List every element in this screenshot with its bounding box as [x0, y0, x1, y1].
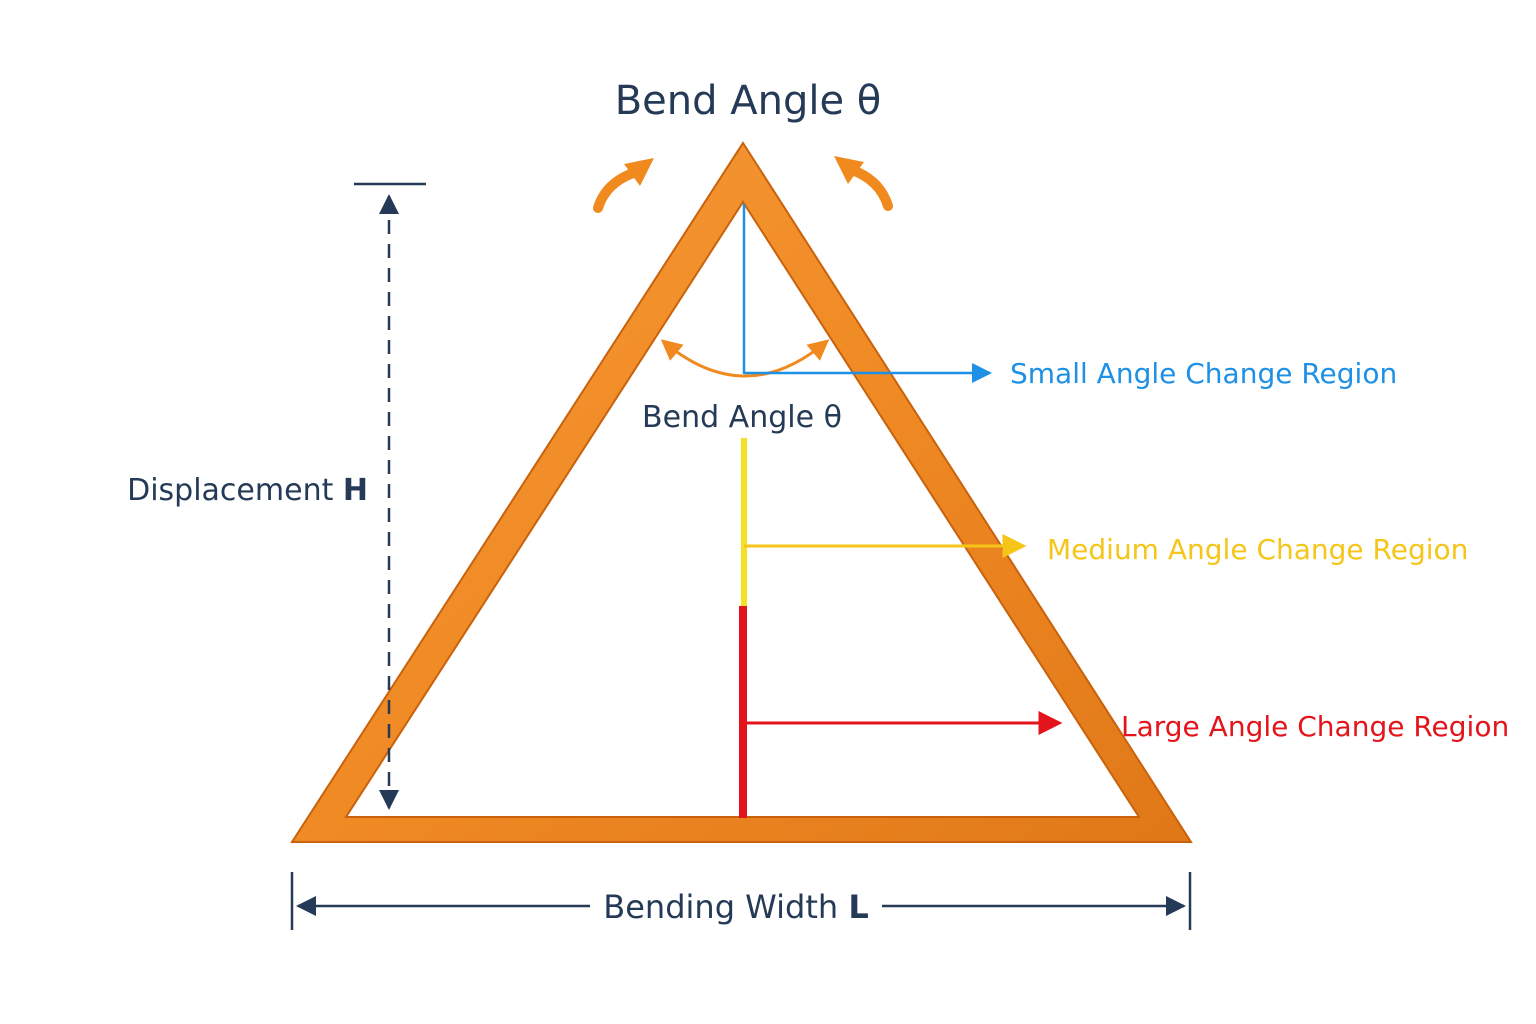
width-symbol: L	[848, 888, 868, 926]
small-region-indicator	[742, 204, 992, 383]
inner-angle-label: Bend Angle θ	[642, 400, 842, 435]
displacement-dimension	[354, 182, 426, 810]
displacement-text: Displacement	[127, 473, 343, 508]
displacement-symbol: H	[343, 473, 368, 508]
width-text: Bending Width	[603, 888, 848, 926]
width-label: Bending Width L	[603, 888, 868, 926]
large-region-indicator	[739, 606, 1063, 818]
inner-angle-arc	[660, 339, 830, 378]
top-left-curved-arrow-icon	[593, 158, 654, 213]
width-dimension	[290, 872, 1192, 930]
medium-region-indicator	[741, 438, 1027, 606]
top-right-curved-arrow-icon	[834, 156, 893, 211]
displacement-label: Displacement H	[127, 473, 368, 508]
medium-region-label: Medium Angle Change Region	[1047, 533, 1468, 566]
large-region-label: Large Angle Change Region	[1121, 710, 1509, 743]
small-region-label: Small Angle Change Region	[1010, 357, 1397, 390]
diagram-title: Bend Angle θ	[615, 78, 882, 124]
